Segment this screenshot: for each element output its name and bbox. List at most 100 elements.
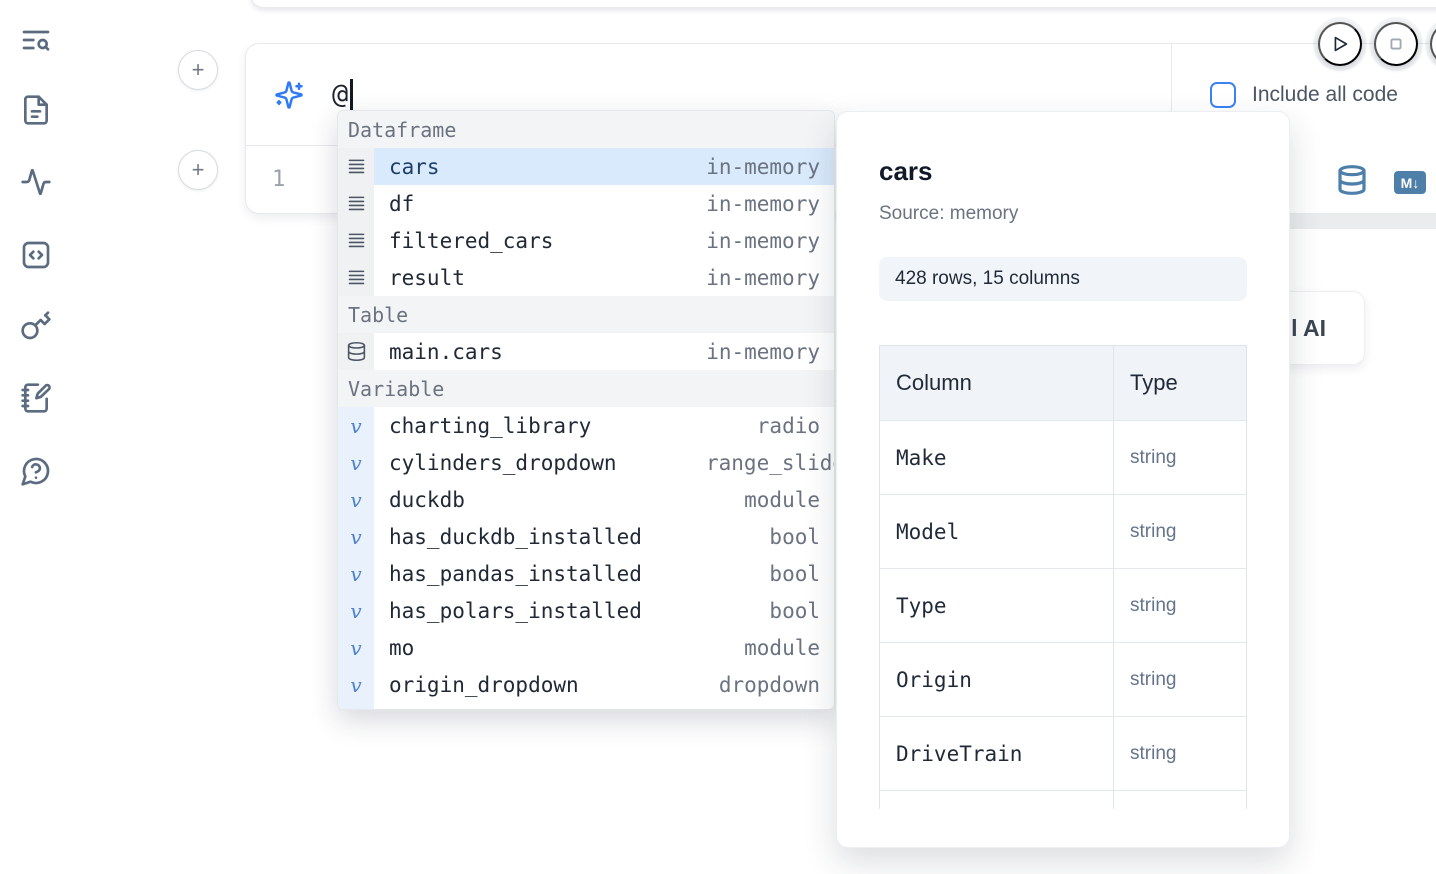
- completion-section-dataframe: Dataframe: [338, 111, 834, 148]
- variable-icon: v: [338, 407, 374, 444]
- table-icon: [338, 333, 374, 370]
- dataframe-icon: [338, 185, 374, 222]
- completion-item-body: pdmodule: [374, 703, 834, 711]
- file-document-icon[interactable]: [20, 94, 52, 126]
- completion-item-type: in-memory: [706, 265, 820, 290]
- database-output-icon[interactable]: [1336, 162, 1368, 203]
- completion-item-label: has_polars_installed: [389, 598, 642, 623]
- completion-item-label: cars: [389, 154, 440, 179]
- stop-icon: [1390, 38, 1402, 50]
- code-snippets-icon[interactable]: [20, 239, 52, 271]
- ai-prompt-input[interactable]: @: [332, 78, 353, 111]
- variable-icon: v: [338, 444, 374, 481]
- list-search-icon[interactable]: [20, 24, 52, 56]
- variable-icon: v: [338, 518, 374, 555]
- completion-item-pd[interactable]: vpdmodule: [338, 703, 834, 711]
- completion-item-body: main.cars in-memory: [374, 333, 834, 370]
- variable-icon: v: [338, 555, 374, 592]
- variable-icon: v: [338, 703, 374, 709]
- completion-item-type: bool: [769, 598, 820, 623]
- completion-section-variable: Variable: [338, 370, 834, 407]
- schema-column-name: Type: [880, 569, 1114, 642]
- include-all-code-row: Include all code: [1172, 44, 1436, 146]
- preview-title: cars: [879, 156, 933, 186]
- schema-column-name: Model: [880, 495, 1114, 568]
- markdown-output-icon[interactable]: M↓: [1394, 171, 1426, 194]
- schema-column-type: string: [1130, 742, 1177, 764]
- previous-cell-edge: [250, 0, 1436, 8]
- key-icon[interactable]: [20, 310, 52, 342]
- schema-header-type: Type: [1130, 370, 1178, 395]
- completion-section-table: Table: [338, 296, 834, 333]
- completion-item-filtered_cars[interactable]: filtered_cars in-memory: [338, 222, 834, 259]
- completion-item-type: in-memory: [706, 228, 820, 253]
- cell-output-type-icons: M↓: [1172, 162, 1436, 213]
- dataframe-preview-panel: cars Source: memory 428 rows, 15 columns…: [836, 111, 1290, 848]
- notebook-pen-icon[interactable]: [20, 382, 52, 414]
- completion-item-label: has_duckdb_installed: [389, 524, 642, 549]
- dataframe-icon: [338, 148, 374, 185]
- completion-item-type: module: [744, 635, 820, 660]
- completion-item-main.cars[interactable]: main.cars in-memory: [338, 333, 834, 370]
- completion-item-label: main.cars: [389, 339, 503, 364]
- ai-action-card-label: l AI: [1291, 314, 1326, 341]
- completion-item-label: cylinders_dropdown: [389, 450, 617, 475]
- cell-controls-column: Include all code M↓: [1171, 44, 1436, 213]
- completion-item-type: dropdown: [718, 672, 820, 697]
- sparkles-icon: [274, 80, 304, 110]
- schema-column-name: Origin: [880, 643, 1114, 716]
- completion-item-label: pd: [374, 710, 414, 711]
- completion-item-cars[interactable]: cars in-memory: [338, 148, 834, 185]
- schema-row-DriveTrain: DriveTrain string: [880, 717, 1246, 791]
- completion-item-type: in-memory: [706, 154, 820, 179]
- stop-cell-button[interactable]: [1374, 22, 1418, 66]
- dataframe-icon: [338, 222, 374, 259]
- completion-item-has_pandas_installed[interactable]: v has_pandas_installed bool: [338, 555, 834, 592]
- code-editor-row[interactable]: 1: [246, 146, 1171, 213]
- variable-icon: v: [338, 666, 374, 703]
- variable-icon: v: [338, 592, 374, 629]
- completion-item-type: module: [744, 487, 820, 512]
- include-all-code-checkbox[interactable]: [1210, 82, 1236, 108]
- schema-header-column: Column: [880, 346, 1114, 420]
- schema-row-partial: [880, 791, 1246, 809]
- add-cell-below-button[interactable]: +: [178, 150, 218, 190]
- text-caret: [350, 78, 353, 111]
- completion-item-label: charting_library: [389, 413, 592, 438]
- completion-item-label: df: [389, 191, 415, 216]
- completion-item-body: has_polars_installed bool: [374, 592, 834, 629]
- completion-item-label: filtered_cars: [389, 228, 554, 253]
- run-cell-button[interactable]: [1318, 22, 1362, 66]
- add-cell-above-button[interactable]: +: [178, 50, 218, 90]
- completion-item-has_polars_installed[interactable]: v has_polars_installed bool: [338, 592, 834, 629]
- ai-prompt-value: @: [332, 79, 349, 110]
- activity-icon[interactable]: [20, 166, 52, 198]
- schema-header-row: Column Type: [880, 346, 1246, 421]
- completion-item-type: in-memory: [706, 339, 820, 364]
- completion-item-label: duckdb: [389, 487, 465, 512]
- completion-item-body: has_pandas_installed bool: [374, 555, 834, 592]
- help-chat-icon[interactable]: [20, 455, 52, 487]
- completion-item-type: bool: [769, 561, 820, 586]
- completion-item-label: has_pandas_installed: [389, 561, 642, 586]
- preview-source: Source: memory: [879, 203, 1019, 224]
- schema-column-name: DriveTrain: [880, 717, 1114, 790]
